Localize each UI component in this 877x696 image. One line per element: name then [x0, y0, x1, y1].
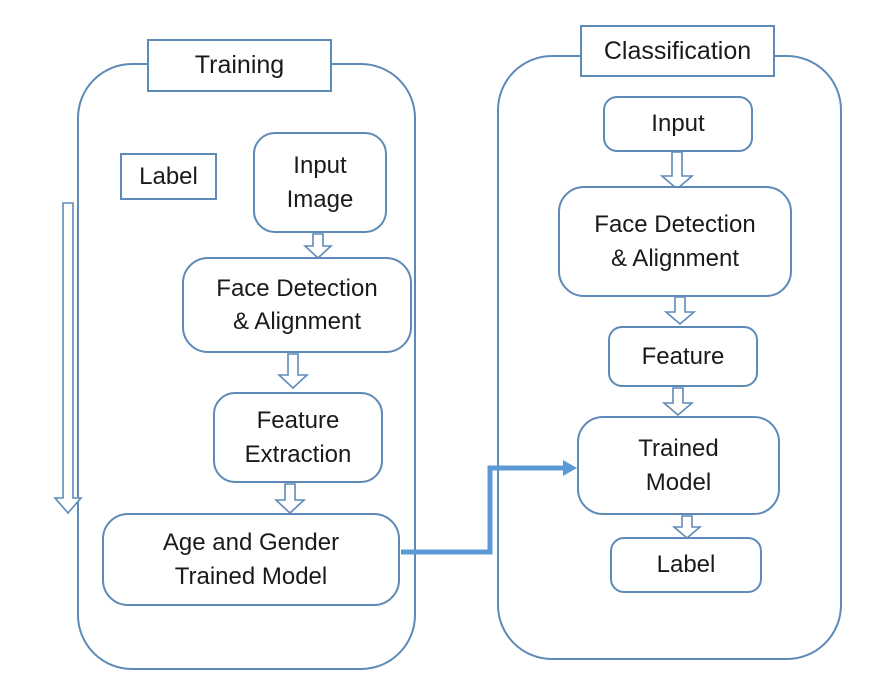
- arrow-input-to-face-detection-icon: [659, 151, 695, 191]
- classification-label-node: Label: [610, 537, 762, 593]
- classification-input-node: Input: [603, 96, 753, 152]
- arrow-input-image-to-face-detection-icon: [302, 233, 334, 260]
- training-feature-extraction-node: Feature Extraction: [213, 392, 383, 483]
- training-face-detection-node: Face Detection & Alignment: [182, 257, 412, 353]
- arrow-trained-model-to-label-icon: [671, 515, 703, 540]
- arrow-face-detection-to-feature-icon: [663, 296, 697, 326]
- model-transfer-arrowhead-icon: [563, 460, 577, 476]
- arrow-face-detection-to-feature-extraction-icon: [276, 353, 310, 390]
- training-label-node: Label: [120, 153, 217, 200]
- model-transfer-arrow-icon: [401, 465, 563, 555]
- arrow-feature-extraction-to-trained-model-icon: [273, 483, 307, 515]
- classification-title: Classification: [580, 25, 775, 77]
- training-title: Training: [147, 39, 332, 92]
- classification-face-detection-node: Face Detection & Alignment: [558, 186, 792, 297]
- classification-feature-node: Feature: [608, 326, 758, 387]
- arrow-feature-to-trained-model-icon: [661, 387, 695, 417]
- training-sequence-arrow-icon: [53, 202, 83, 515]
- training-trained-model-node: Age and Gender Trained Model: [102, 513, 400, 606]
- training-input-image-node: Input Image: [253, 132, 387, 233]
- classification-trained-model-node: Trained Model: [577, 416, 780, 515]
